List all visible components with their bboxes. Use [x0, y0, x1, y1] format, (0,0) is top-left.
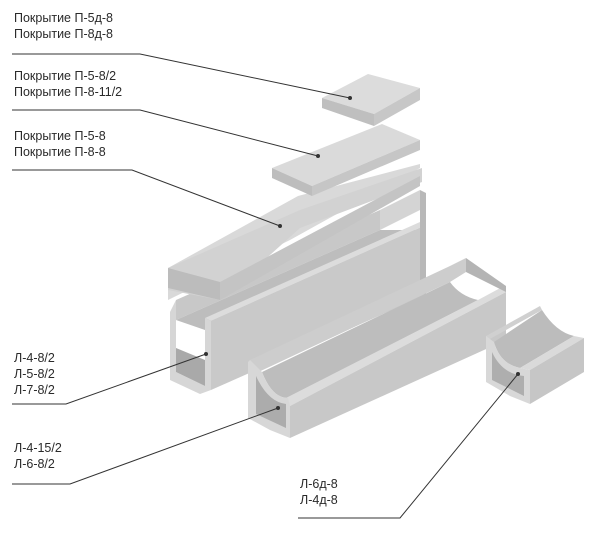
tray-small: [486, 306, 584, 404]
label-text: Л-7-8/2: [14, 383, 55, 397]
label-text: Л-4д-8: [300, 493, 338, 507]
label-text: Покрытие П-8-11/2: [14, 85, 123, 99]
label-text: Л-6-8/2: [14, 457, 55, 471]
slab-p-5-8: [168, 164, 422, 300]
slab-p-5d-8: [322, 74, 420, 126]
label-group-tray-l-6d-8: Л-6д-8 Л-4д-8: [300, 476, 338, 508]
leader-line-5: [12, 407, 279, 485]
slab-p-5-8-2: [272, 124, 420, 196]
label-text: Л-4-15/2: [14, 441, 62, 455]
label-text: Покрытие П-5-8/2: [14, 69, 117, 83]
label-group-slab-p-5d-8: Покрытие П-5д-8 Покрытие П-8д-8: [14, 10, 113, 42]
leader-line-4: [12, 353, 207, 405]
leader-dots: [204, 96, 520, 410]
leader-line-3: [12, 169, 281, 227]
leader-line-6: [298, 373, 519, 519]
label-group-tray-l-4-8-2: Л-4-8/2 Л-5-8/2 Л-7-8/2: [14, 350, 55, 398]
label-group-slab-p-5-8-2: Покрытие П-5-8/2 Покрытие П-8-11/2: [14, 68, 122, 100]
label-text: Покрытие П-5-8: [14, 129, 106, 143]
tray-medium: [248, 258, 506, 438]
label-group-tray-l-4-15-2: Л-4-15/2 Л-6-8/2: [14, 440, 62, 472]
leader-lines: [12, 53, 519, 519]
label-text: Покрытие П-5д-8: [14, 11, 113, 25]
label-text: Л-4-8/2: [14, 351, 55, 365]
label-text: Л-6д-8: [300, 477, 338, 491]
leader-line-2: [12, 109, 319, 157]
label-text: Покрытие П-8-8: [14, 145, 106, 159]
label-text: Покрытие П-8д-8: [14, 27, 113, 41]
label-group-slab-p-5-8: Покрытие П-5-8 Покрытие П-8-8: [14, 128, 106, 160]
label-text: Л-5-8/2: [14, 367, 55, 381]
leader-line-1: [12, 53, 351, 99]
